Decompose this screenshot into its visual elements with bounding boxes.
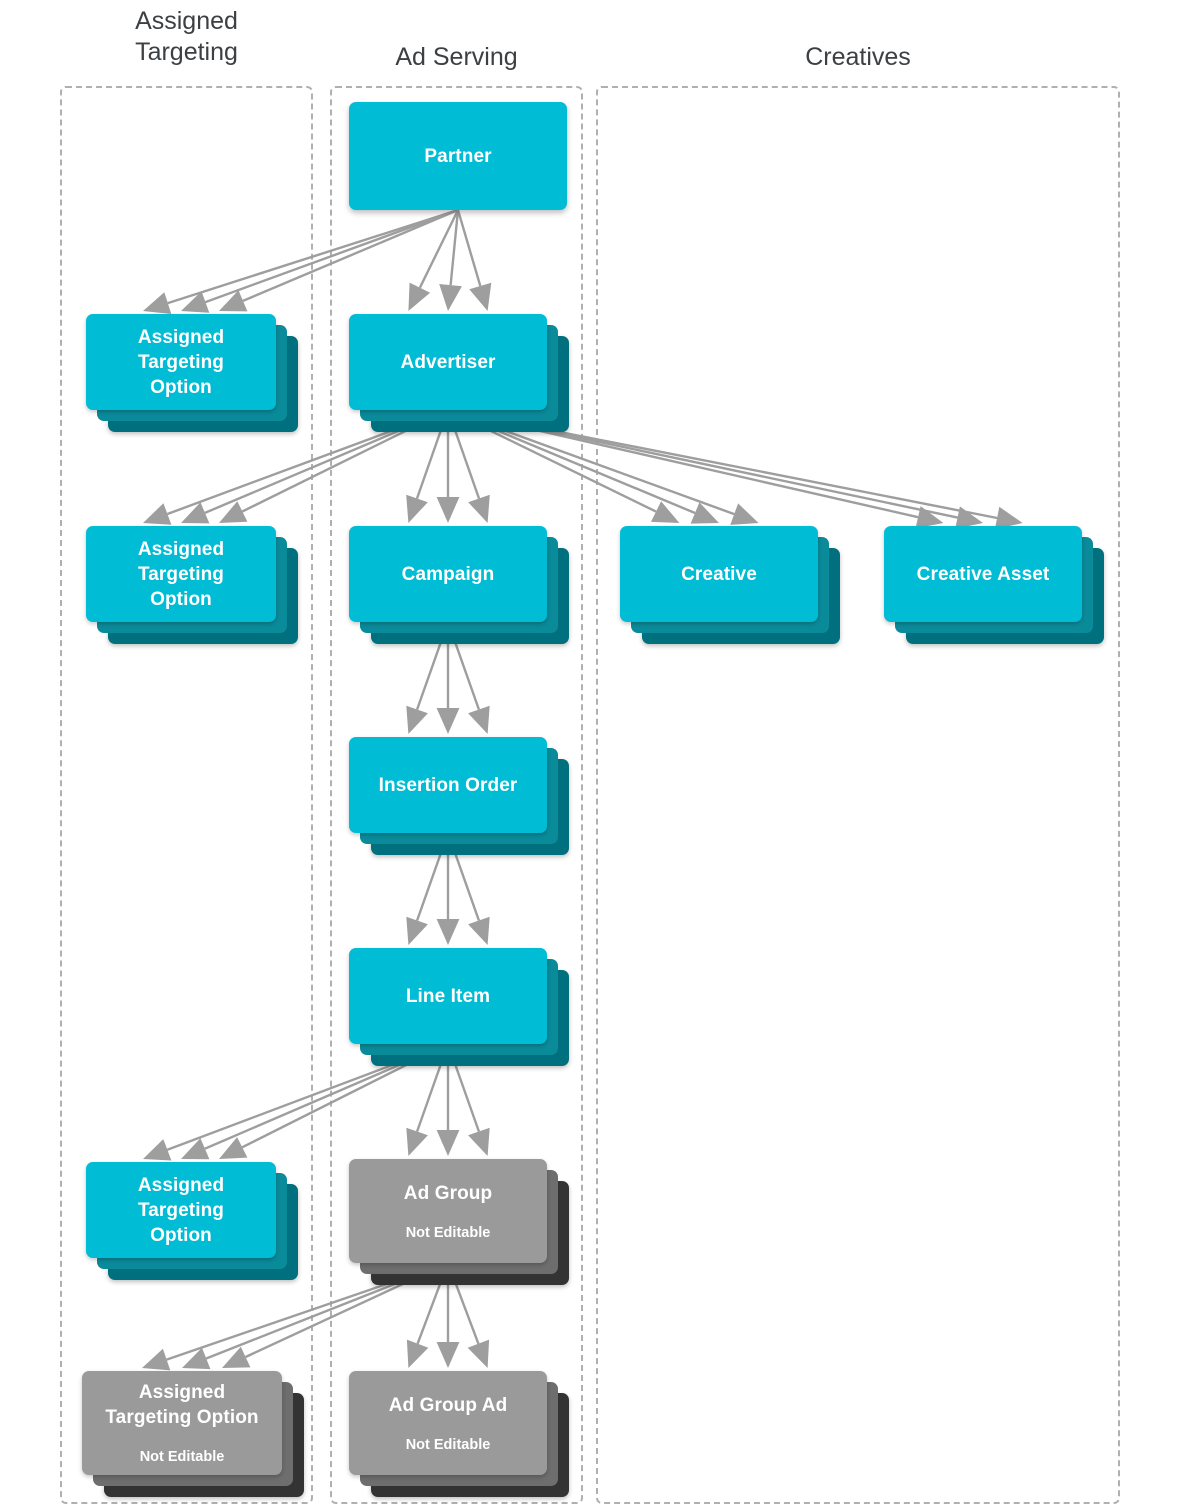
- node-title: Assigned Targeting Option: [137, 1174, 225, 1246]
- edge-partner-to-assigned-targeting-option-partner: [143, 208, 459, 314]
- node-title: Campaign: [401, 563, 495, 585]
- edge-arrowhead: [468, 916, 490, 945]
- node-assigned-targeting-option-partner[interactable]: Assigned Targeting Option: [86, 314, 298, 432]
- node-face[interactable]: Assigned Targeting Option: [86, 526, 276, 622]
- node-title: Insertion Order: [378, 774, 518, 796]
- node-title: Assigned Targeting Option: [105, 1382, 259, 1428]
- node-partner[interactable]: Partner: [349, 102, 589, 232]
- node-insertion-order[interactable]: Insertion Order: [349, 737, 569, 855]
- edge-arrowhead: [143, 292, 172, 314]
- edge-arrowhead: [436, 708, 460, 734]
- node-title: Creative Asset: [916, 563, 1050, 585]
- edge-arrowhead: [219, 1137, 248, 1159]
- node-title: Ad Group Ad: [388, 1394, 508, 1416]
- node-face[interactable]: Creative: [620, 526, 818, 622]
- node-title: Ad Group: [403, 1182, 493, 1204]
- edge-line: [449, 209, 460, 286]
- edge-line: [418, 209, 460, 289]
- edge-arrowhead: [730, 503, 759, 525]
- node-creative[interactable]: Creative: [620, 526, 840, 644]
- node-title: Line Item: [405, 985, 491, 1007]
- node-line-item[interactable]: Line Item: [349, 948, 569, 1066]
- edge-arrowhead: [468, 705, 490, 734]
- node-title: Creative: [681, 563, 757, 585]
- column-header-ad-serving: Ad Serving: [395, 43, 518, 71]
- node-readonly-badge: Not Editable: [405, 1224, 491, 1241]
- node-readonly-badge: Not Editable: [139, 1449, 225, 1465]
- node-face[interactable]: Line Item: [349, 948, 547, 1044]
- node-face[interactable]: Insertion Order: [349, 737, 547, 833]
- column-container-creatives: [596, 86, 1120, 1504]
- edge-arrowhead: [406, 1127, 428, 1156]
- node-face[interactable]: Creative Asset: [884, 526, 1082, 622]
- node-face[interactable]: Campaign: [349, 526, 547, 622]
- node-title: Advertiser: [400, 351, 496, 373]
- node-title: Assigned Targeting Option: [137, 326, 225, 398]
- edge-arrowhead: [439, 284, 462, 311]
- edge-line: [456, 209, 482, 287]
- edge-arrowhead: [467, 1339, 490, 1368]
- edge-arrowhead: [219, 501, 248, 523]
- edge-arrowhead: [143, 1139, 172, 1161]
- edge-arrowhead: [408, 282, 431, 311]
- node-face[interactable]: Ad Group Ad Not Editable: [349, 1371, 547, 1475]
- edge-arrowhead: [436, 919, 460, 945]
- edge-arrowhead: [406, 916, 428, 945]
- node-assigned-targeting-option-advertiser[interactable]: Assigned Targeting Option: [86, 526, 298, 644]
- column-container-assigned-targeting: [60, 86, 313, 1504]
- edge-arrowhead: [181, 1138, 210, 1160]
- node-face[interactable]: Advertiser: [349, 314, 547, 410]
- edge-arrowhead: [915, 506, 944, 529]
- edge-arrowhead: [468, 1127, 490, 1156]
- node-advertiser[interactable]: Advertiser: [349, 314, 569, 432]
- node-title: Partner: [424, 145, 492, 167]
- edge-arrowhead: [469, 282, 492, 311]
- edge-arrowhead: [436, 497, 460, 523]
- column-header-creatives: Creatives: [805, 43, 911, 71]
- node-readonly-badge: Not Editable: [405, 1436, 491, 1453]
- column-header-assigned-targeting: Assigned Targeting: [135, 7, 238, 66]
- edge-arrowhead: [219, 290, 248, 312]
- column-container-ad-serving: [330, 86, 583, 1504]
- edge-arrowhead: [994, 506, 1023, 530]
- node-ad-group-ad[interactable]: Ad Group Ad Not Editable: [349, 1371, 569, 1497]
- edge-arrowhead: [181, 291, 210, 313]
- edge-arrowhead: [468, 494, 490, 523]
- edge-arrowhead: [181, 502, 210, 524]
- edge-arrowhead: [143, 503, 172, 525]
- node-title: Assigned Targeting Option: [137, 538, 225, 610]
- edge-arrowhead: [142, 1348, 171, 1371]
- node-creative-asset[interactable]: Creative Asset: [884, 526, 1104, 644]
- edge-ad-group-to-ad-group-ad: [406, 1262, 490, 1368]
- node-face[interactable]: Partner: [349, 102, 567, 210]
- edge-partner-to-advertiser: [408, 209, 492, 311]
- node-campaign[interactable]: Campaign: [349, 526, 569, 644]
- edge-line: [242, 208, 459, 303]
- node-assigned-targeting-option-line-item[interactable]: Assigned Targeting Option: [86, 1162, 298, 1280]
- edge-arrowhead: [436, 1130, 460, 1156]
- node-face[interactable]: Assigned Targeting Option: [86, 1162, 276, 1258]
- edge-arrowhead: [406, 705, 428, 734]
- edge-arrowhead: [182, 1347, 211, 1370]
- edge-arrowhead: [222, 1346, 251, 1368]
- edge-arrowhead: [436, 1342, 460, 1368]
- edge-arrowhead: [690, 502, 719, 524]
- edge-arrowhead: [651, 501, 680, 523]
- edge-line: [204, 208, 459, 304]
- edge-arrowhead: [406, 494, 428, 523]
- edge-arrowhead: [406, 1339, 429, 1368]
- edge-line: [167, 208, 459, 305]
- node-face[interactable]: Assigned Targeting Option: [86, 314, 276, 410]
